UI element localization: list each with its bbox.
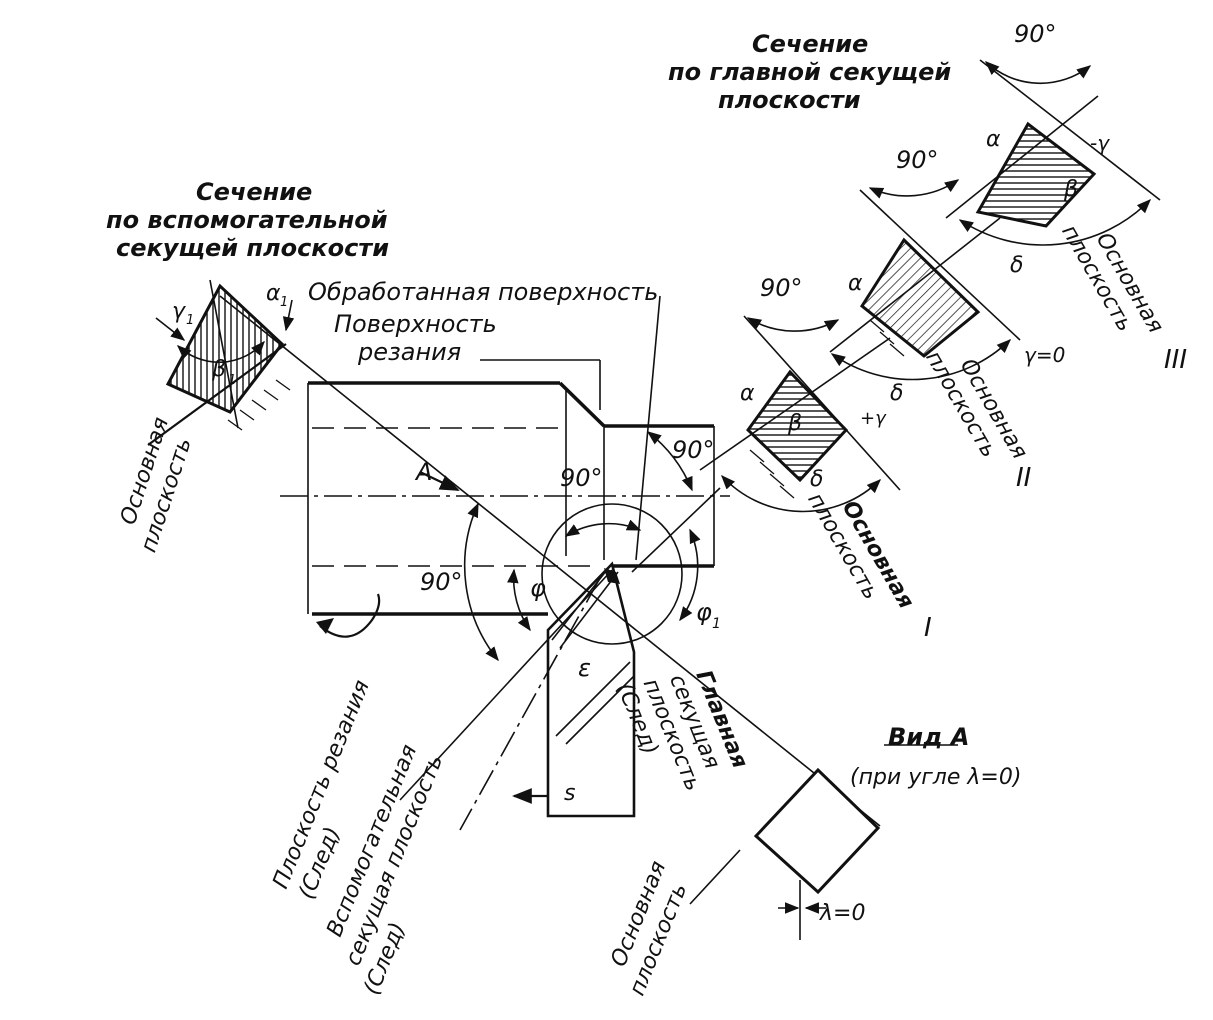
aux-section-title-1: Сечение [196,178,312,206]
s1-gamma: +γ [860,408,887,429]
view-a [689,744,958,940]
tip-angles [419,431,701,804]
s2-90: 90° [896,146,939,174]
epsilon-label: ε [578,654,591,682]
s3-90: 90° [1014,20,1057,48]
s3-alpha: α [986,127,1001,152]
lambda-zero-label: λ=0 [819,901,865,926]
s1-90: 90° [760,274,803,302]
main-section-title-1: Сечение [752,30,868,58]
feed-label: s [564,781,575,806]
aux-section-title-2: по вспомогательной [106,206,388,234]
s1-beta: β [787,411,802,436]
main-plane-trace [219,295,881,827]
phi1-label: φ [696,598,712,626]
phi1-sub: 1 [712,616,721,632]
roman-3: III [1164,345,1187,375]
beta1-sub: 1 [228,373,236,388]
text-labels: Сечение по главной секущей плоскости Сеч… [106,20,1187,926]
tip-90-right: 90° [672,436,715,464]
main-section-title-3: плоскости [718,86,861,114]
s3-gamma: -γ [1090,131,1110,155]
gamma1-sub: 1 [186,313,194,328]
phi-label: φ [530,574,546,602]
s2-gamma: γ=0 [1024,343,1065,367]
workpiece [280,381,730,638]
s3-delta: δ [1010,253,1023,278]
s1-delta: δ [810,467,823,492]
cutting-surface-label-2: резания [357,338,461,366]
aux-section-title-3: секущей плоскости [116,234,389,262]
s3-beta: β [1063,177,1078,202]
machined-surface-label: Обработанная поверхность [308,278,658,306]
cutting-surface-label-1: Поверхность [334,310,497,338]
roman-1: I [924,613,932,643]
view-a-note: (при угле λ=0) [850,765,1021,790]
s2-alpha: α [848,271,863,296]
machined-leader [635,295,661,561]
beta1-label: β [211,357,226,382]
alpha1-label: α [266,281,281,306]
aux-plane-trace [459,577,601,831]
alpha1-sub: 1 [280,295,288,310]
section-3 [945,59,1161,246]
roman-2: II [1016,463,1031,493]
view-arrow-label: A [414,458,432,486]
s1-alpha: α [740,381,755,406]
cutting-plane-trace [399,569,613,801]
aux-section [147,279,295,446]
gamma1-label: γ [172,299,186,324]
s2-delta: δ [890,381,903,406]
section-2 [829,179,1021,381]
rotated-labels: Основная плоскость Основная плоскость Ос… [116,221,1168,1000]
main-section-title-2: по главной секущей [668,58,951,86]
view-a-title: Вид А [888,723,969,751]
tip-90-top: 90° [560,464,603,492]
tip-90-left: 90° [420,568,463,596]
